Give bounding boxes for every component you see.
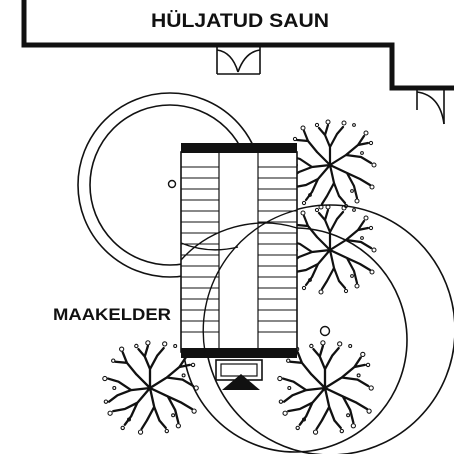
cellar-label: MAAKELDER [53,305,171,324]
small-circle-marker-icon [167,179,177,189]
entrance-triangle-icon [215,359,263,390]
cellar-structure [180,143,298,358]
tree-canopy-icon [283,203,378,296]
building-label: HÜLJATUD SAUN [151,11,329,32]
tree-canopy-icon [283,118,378,211]
building-wall [21,0,454,91]
small-circle-marker-icon [319,325,331,337]
door-swing-icon [416,90,445,125]
double-door-icon [216,47,261,75]
